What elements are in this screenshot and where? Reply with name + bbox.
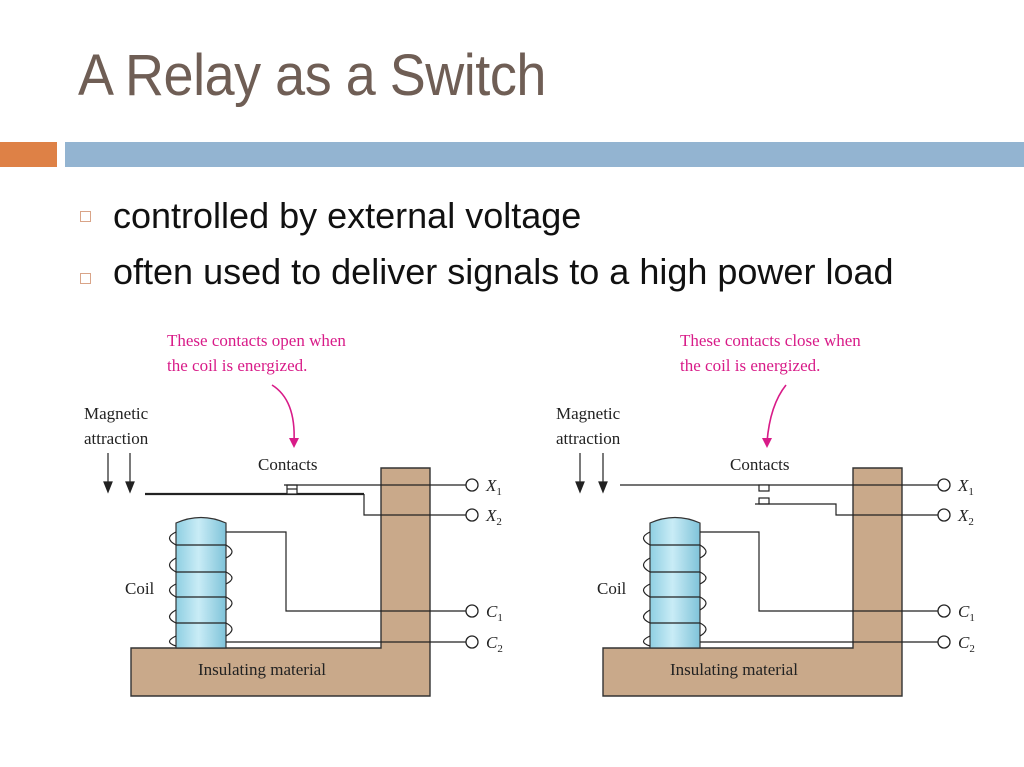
coil-core — [649, 516, 701, 649]
terminal-x2 — [465, 508, 479, 522]
square-bullet-icon — [80, 273, 91, 284]
contact-lower — [758, 497, 770, 505]
bullet-text: often used to deliver signals to a high … — [113, 251, 894, 292]
terminal-c2 — [937, 635, 951, 649]
wire-x2 — [755, 503, 938, 516]
annotation-arrow — [766, 384, 787, 443]
square-bullet-icon — [80, 211, 91, 222]
arrow-head-icon — [762, 438, 772, 448]
insulating-frame — [130, 467, 431, 697]
relay-diagram-right: These contacts close when the coil is en… — [556, 331, 975, 697]
magnetic-arrows-icon — [103, 453, 135, 494]
coil-label: Coil — [125, 579, 155, 598]
slide-title: A Relay as a Switch — [78, 43, 546, 108]
terminal-label-c1: C1 — [486, 602, 503, 624]
terminal-c2 — [465, 635, 479, 649]
terminals — [465, 478, 479, 649]
annotation-arrow — [271, 384, 295, 443]
terminal-x2 — [937, 508, 951, 522]
magnetic-arrows-icon — [575, 453, 608, 494]
magnetic-label-1: Magnetic — [556, 404, 621, 423]
magnetic-label-2: attraction — [84, 429, 149, 448]
bullet-item: often used to deliver signals to a high … — [80, 250, 983, 294]
terminal-label-x2: X2 — [957, 506, 974, 528]
coil-core — [175, 516, 227, 649]
contact-upper — [758, 484, 770, 492]
relay-diagram-left: These contacts open when the coil is ene… — [84, 331, 503, 697]
bullet-item: controlled by external voltage — [80, 188, 983, 244]
terminal-label-x1: X1 — [957, 476, 974, 498]
terminal-x1 — [465, 478, 479, 492]
terminal-c1 — [937, 604, 951, 618]
bullet-area: controlled by external voltage often use… — [0, 188, 1024, 324]
terminal-label-x1: X1 — [485, 476, 502, 498]
bullet-text: controlled by external voltage — [113, 195, 582, 236]
annotation-line1: These contacts close when — [680, 331, 861, 350]
wire-c1 — [700, 531, 938, 612]
terminal-label-x2: X2 — [485, 506, 502, 528]
insulating-frame — [602, 467, 903, 697]
wire-c1 — [226, 531, 466, 612]
terminal-label-c2: C2 — [486, 633, 503, 655]
coil-label: Coil — [597, 579, 627, 598]
magnetic-label-1: Magnetic — [84, 404, 149, 423]
terminal-label-c1: C1 — [958, 602, 975, 624]
magnetic-label-2: attraction — [556, 429, 621, 448]
annotation-line2: the coil is energized. — [680, 356, 820, 375]
contacts-label: Contacts — [258, 455, 318, 474]
coil-winding — [168, 531, 233, 647]
wire-x2 — [363, 494, 466, 516]
base-label: Insulating material — [198, 660, 326, 679]
arrow-head-icon — [289, 438, 299, 448]
base-label: Insulating material — [670, 660, 798, 679]
contacts-label: Contacts — [730, 455, 790, 474]
terminal-c1 — [465, 604, 479, 618]
accent-bar-blue — [65, 142, 1024, 167]
annotation-line2: the coil is energized. — [167, 356, 307, 375]
terminal-label-c2: C2 — [958, 633, 975, 655]
terminals — [937, 478, 951, 649]
bullet-list: controlled by external voltage often use… — [80, 188, 983, 294]
accent-bar-orange — [0, 142, 57, 167]
terminal-x1 — [937, 478, 951, 492]
annotation-line1: These contacts open when — [167, 331, 346, 350]
coil-winding — [642, 531, 707, 647]
